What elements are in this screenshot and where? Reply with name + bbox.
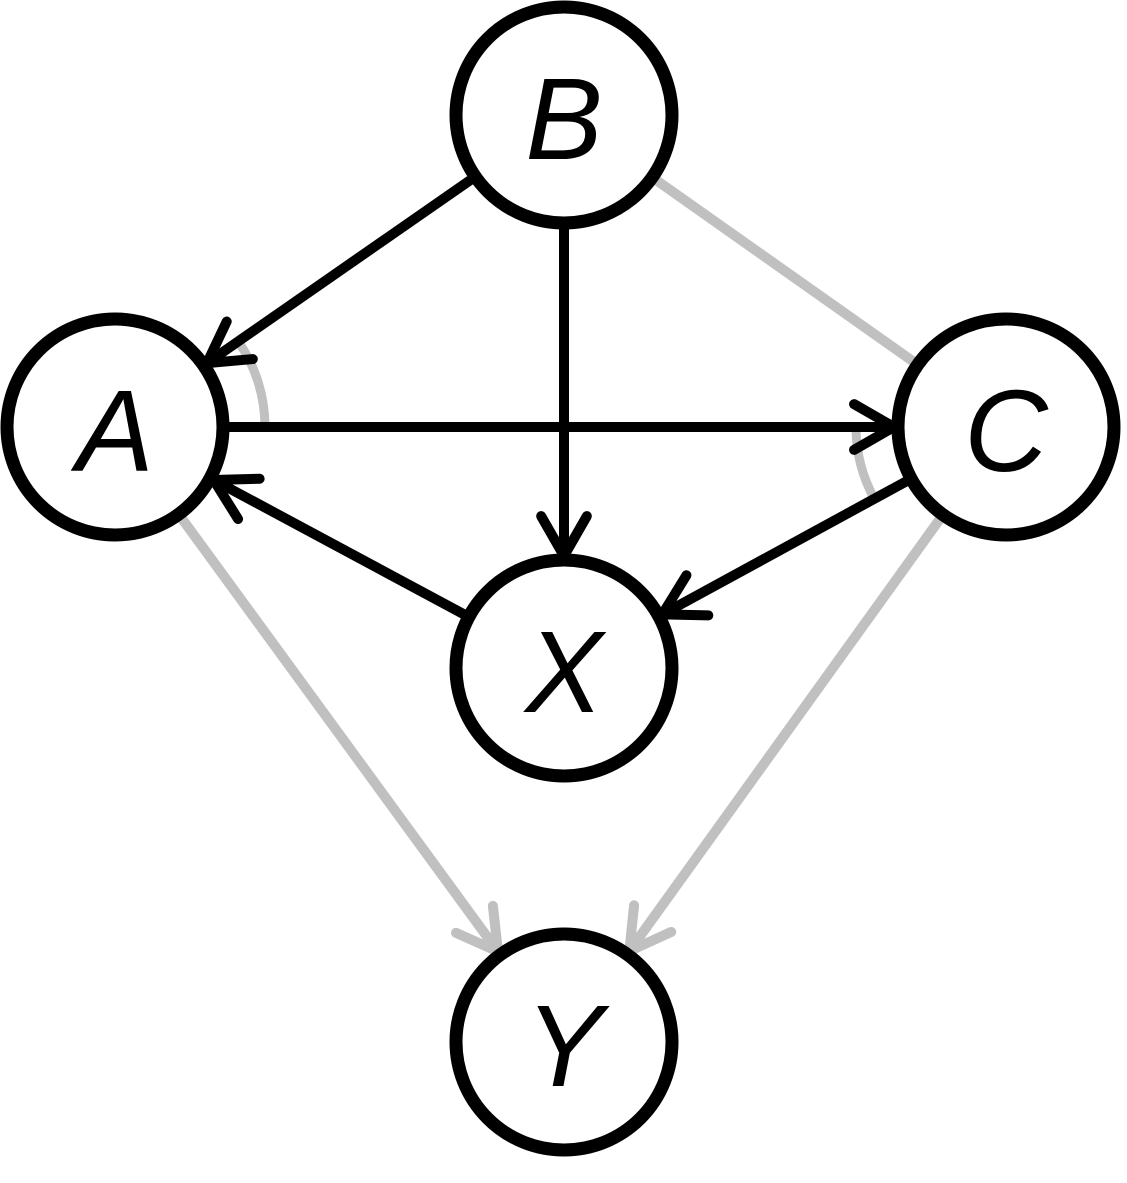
arcs-layer (234, 338, 879, 501)
arc-at-c (851, 426, 879, 501)
node-b-label: B (525, 54, 602, 184)
node-c: C (891, 312, 1121, 542)
edge-c-to-y (624, 511, 948, 957)
node-a-circle (0, 312, 230, 542)
arc-at-a (234, 338, 270, 428)
node-c-label: C (964, 366, 1049, 496)
edge-c-to-y-line (625, 511, 948, 954)
edge-a-to-c (223, 399, 899, 455)
edge-c-to-x (657, 474, 914, 621)
edge-b-to-c-line (649, 173, 918, 367)
edge-a-to-y-line (174, 511, 502, 955)
edge-x-to-a (208, 473, 472, 622)
node-a-label: A (70, 366, 153, 496)
edge-a-to-y (174, 511, 503, 957)
node-a: A (0, 312, 230, 542)
node-y-circle (449, 927, 679, 1157)
node-x: X (449, 553, 679, 783)
node-y-label: Y (525, 981, 610, 1111)
edge-b-to-a (201, 172, 479, 369)
node-x-circle (449, 553, 679, 783)
nodes-layer: B A C X Y (0, 0, 1121, 1157)
node-c-circle (891, 312, 1121, 542)
node-b-circle (449, 0, 679, 230)
edge-b-to-a-line (204, 172, 479, 368)
edge-b-to-x (536, 223, 592, 561)
edge-x-to-a-line (211, 475, 472, 622)
edge-c-to-x-line (659, 474, 914, 619)
node-b: B (449, 0, 679, 230)
node-x-label: X (522, 607, 606, 737)
edge-b-to-c (649, 173, 918, 367)
node-y: Y (449, 927, 679, 1157)
